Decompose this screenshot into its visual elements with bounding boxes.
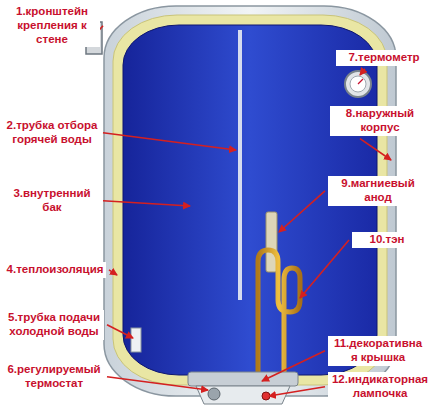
indicator-lamp bbox=[262, 392, 270, 400]
leader-arrow bbox=[262, 351, 325, 381]
part-label: 1.кронштейн крепления к стене bbox=[4, 4, 100, 47]
part-label: 2.трубка отбора горячей воды bbox=[4, 118, 100, 148]
part-label: 5.трубка подачи холодной воды bbox=[4, 310, 104, 340]
leader-arrow bbox=[279, 191, 325, 232]
leader-arrow bbox=[360, 139, 391, 160]
hot-water-tube bbox=[238, 30, 242, 300]
part-label: 3.внутренний бак bbox=[4, 186, 100, 216]
part-label: 8.наружный корпус bbox=[330, 106, 430, 136]
leader-arrow bbox=[107, 377, 208, 390]
part-label: 10.тэн bbox=[352, 232, 422, 248]
decorative-cap bbox=[196, 386, 290, 404]
cold-water-tube bbox=[131, 328, 141, 352]
flange bbox=[188, 372, 298, 386]
thermostat-knob bbox=[208, 388, 220, 400]
thermometer bbox=[345, 71, 371, 97]
leader-arrow bbox=[269, 387, 325, 396]
leader-arrow bbox=[300, 240, 349, 298]
part-label: 11.декоративна я крышка bbox=[328, 336, 428, 366]
leader-arrow bbox=[360, 69, 365, 75]
magnesium-anode bbox=[266, 212, 277, 272]
thermometer-dial bbox=[350, 76, 366, 92]
part-label: 7.термометр bbox=[336, 50, 432, 66]
leader-arrow bbox=[103, 201, 190, 206]
part-label: 6.регулируемый термостат bbox=[4, 362, 104, 392]
leader-arrow bbox=[109, 270, 117, 275]
part-label: 9.магниевый анод bbox=[328, 176, 428, 206]
thermometer-needle bbox=[358, 79, 363, 84]
leader-arrow bbox=[103, 133, 236, 150]
part-label: 12.индикаторная лампочка bbox=[328, 372, 432, 402]
leader-arrow bbox=[107, 325, 133, 338]
heating-element bbox=[258, 250, 300, 372]
part-label: 4.теплоизоляция bbox=[4, 262, 106, 278]
